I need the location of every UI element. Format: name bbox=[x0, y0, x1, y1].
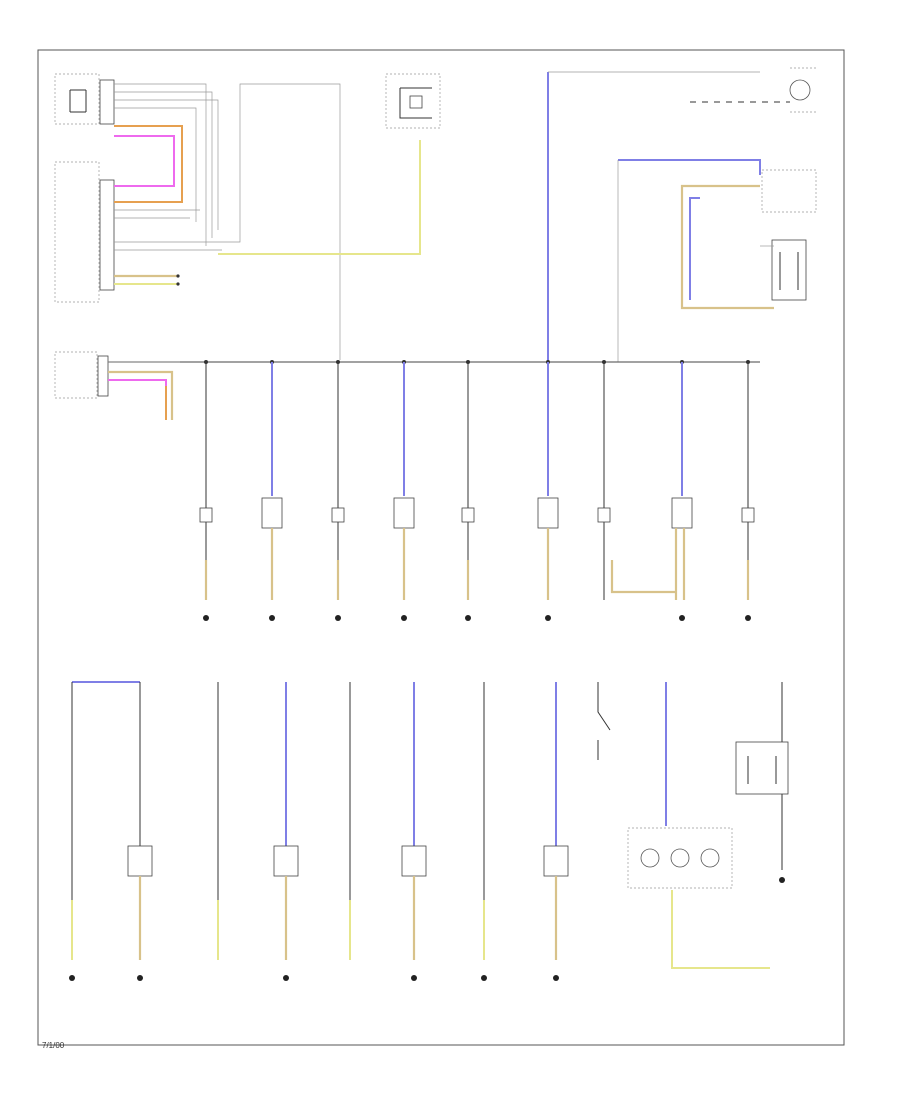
light-switch-box bbox=[54, 161, 100, 303]
light-switch-wire-4 bbox=[114, 107, 197, 222]
fuse-block-group bbox=[218, 73, 441, 255]
cluster-wire-tan bbox=[108, 370, 174, 420]
footer-code: 7/1/00 bbox=[42, 1041, 65, 1050]
front-fog-relay-box bbox=[761, 169, 817, 213]
headlight-range-control-box bbox=[54, 73, 100, 125]
switch-module-lamps bbox=[640, 848, 720, 868]
light-switch-wire-1 bbox=[114, 83, 207, 246]
fuse-block-box bbox=[385, 73, 441, 129]
fog-relay-module bbox=[771, 239, 807, 301]
cluster-wire-pink bbox=[108, 379, 167, 420]
light-switch-wire-5 bbox=[114, 125, 183, 203]
diagram-frame bbox=[37, 49, 845, 1046]
fuse-output-wire bbox=[218, 140, 421, 255]
fog-relay-purple bbox=[689, 197, 700, 300]
rear-switch-box bbox=[735, 741, 789, 795]
rear-fog-lamp bbox=[789, 79, 811, 101]
light-switch-connector-pins bbox=[99, 79, 115, 291]
light-switch-wire-9 bbox=[114, 83, 341, 360]
light-switch-wire-3 bbox=[114, 99, 219, 230]
instrument-cluster-group bbox=[54, 351, 180, 420]
row2-branches bbox=[69, 682, 569, 981]
row1-branches bbox=[199, 362, 755, 621]
light-switch-group bbox=[54, 73, 341, 360]
switch-module-box bbox=[627, 827, 733, 889]
top-right-group bbox=[617, 67, 818, 362]
row2-switch-contact bbox=[597, 682, 611, 760]
light-switch-wire-2 bbox=[114, 91, 213, 238]
fog-relay-tan bbox=[680, 184, 774, 310]
light-switch-wire-6 bbox=[114, 135, 175, 187]
instrument-cluster-box bbox=[54, 351, 98, 399]
front-fog-lamp-feed bbox=[618, 159, 761, 175]
bottom-right-group bbox=[627, 682, 789, 969]
